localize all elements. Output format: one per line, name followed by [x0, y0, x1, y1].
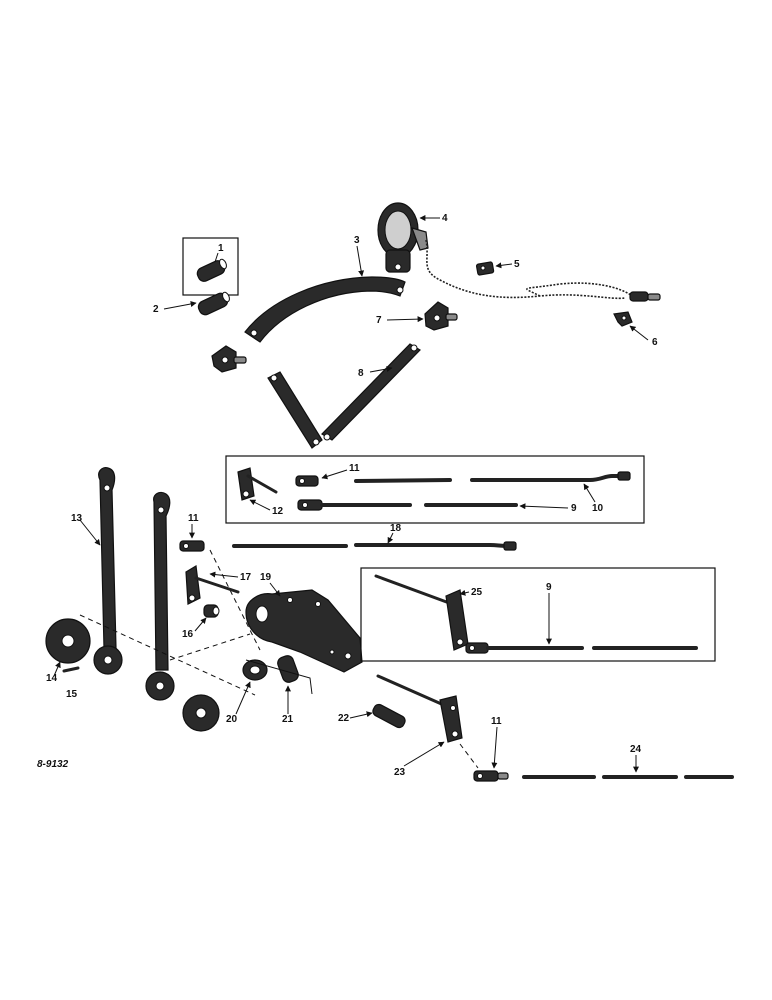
alignment-line-3 — [209, 549, 261, 651]
part-18-rod — [232, 541, 517, 551]
callout-9b: 9 — [546, 582, 552, 593]
callout-14: 14 — [46, 673, 58, 684]
part-6-clip — [613, 311, 633, 327]
clamp-left — [211, 345, 247, 373]
bracket-line-20-21 — [245, 659, 313, 695]
callout-10: 10 — [592, 503, 604, 514]
washer-right — [182, 694, 220, 732]
part-25-crank — [374, 574, 469, 651]
part-5-clip — [475, 261, 495, 276]
linkage-box-lower — [360, 567, 716, 662]
part-1-box — [182, 237, 239, 296]
part-9-rod-lower — [465, 642, 698, 654]
callout-19: 19 — [260, 572, 272, 583]
part-3-quadrant — [244, 276, 406, 343]
part-17-pin — [185, 565, 240, 605]
part-22-pin — [372, 703, 406, 729]
part-2-bushing — [197, 291, 230, 316]
callout-17: 17 — [240, 572, 252, 583]
part-16-spacer — [203, 604, 220, 618]
callout-1: 1 — [218, 243, 224, 254]
callout-5: 5 — [514, 259, 520, 270]
part-1-bushing — [196, 258, 227, 282]
callout-3: 3 — [354, 235, 360, 246]
part-11-clevis-lower — [473, 770, 509, 782]
part-21-spring — [277, 655, 299, 683]
callout-23: 23 — [394, 767, 406, 778]
callout-24: 24 — [630, 744, 642, 755]
part-23-crank — [376, 674, 463, 743]
part-10-rod — [470, 471, 631, 482]
callout-13: 13 — [71, 513, 83, 524]
callout-25: 25 — [471, 587, 483, 598]
callout-22: 22 — [338, 713, 350, 724]
part-19-bracket — [245, 589, 363, 673]
callout-12: 12 — [272, 506, 284, 517]
callout-21: 21 — [282, 714, 294, 725]
callout-8: 8 — [358, 368, 364, 379]
callout-9a: 9 — [571, 503, 577, 514]
callout-15: 15 — [66, 689, 78, 700]
part-7-clamp — [424, 301, 458, 331]
callout-18: 18 — [390, 523, 402, 534]
callout-2: 2 — [153, 304, 159, 315]
part-13-lever — [93, 467, 123, 675]
part-15-pin — [62, 666, 80, 673]
part-4-cable-end — [629, 291, 661, 302]
callout-11a: 11 — [349, 463, 360, 474]
callout-6: 6 — [652, 337, 658, 348]
rod-upper-left — [354, 478, 452, 483]
part-4-cable — [425, 239, 626, 300]
part-9-rod-upper — [297, 499, 518, 511]
part-11-clevis-upper — [295, 475, 319, 487]
callout-4: 4 — [442, 213, 448, 224]
part-20-bushing — [242, 659, 268, 681]
part-14-washer — [45, 618, 91, 664]
alignment-line-4 — [459, 743, 479, 769]
callout-11c: 11 — [491, 716, 502, 727]
part-8-strap-right — [321, 343, 421, 441]
drawing-number: 8-9132 — [37, 759, 69, 770]
linkage-box-upper — [225, 455, 645, 524]
callout-11b: 11 — [188, 513, 199, 524]
part-11-clevis-middle — [179, 540, 205, 552]
part-4-gauge — [377, 202, 429, 273]
callout-7: 7 — [376, 315, 382, 326]
callout-20: 20 — [226, 714, 238, 725]
part-8-strap-left — [267, 371, 323, 449]
part-12-pin — [237, 467, 278, 501]
callout-16: 16 — [182, 629, 194, 640]
lever-second — [145, 491, 175, 701]
